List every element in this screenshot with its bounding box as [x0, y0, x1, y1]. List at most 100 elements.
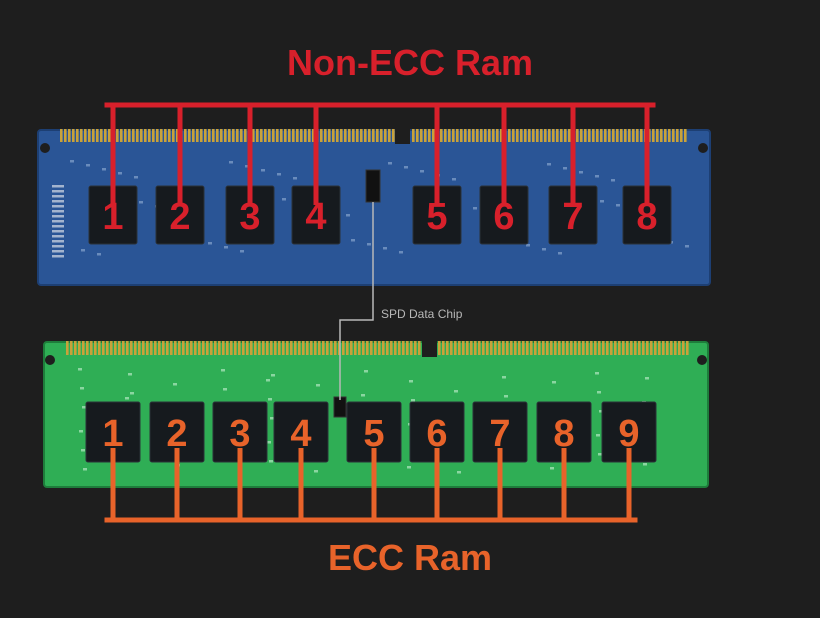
- gold-contact: [606, 341, 609, 355]
- gold-contact: [532, 129, 535, 142]
- gold-contact: [220, 129, 223, 142]
- gold-contact: [106, 341, 109, 355]
- gold-contact: [250, 341, 253, 355]
- ecc-chip-number-4: 4: [290, 413, 311, 455]
- gold-contact: [506, 341, 509, 355]
- smd-component: [420, 170, 424, 173]
- gold-contact: [684, 129, 687, 142]
- gold-contact: [356, 129, 359, 142]
- gold-contact: [186, 341, 189, 355]
- gold-contact: [498, 341, 501, 355]
- gold-contact: [156, 129, 159, 142]
- gold-contact: [544, 129, 547, 142]
- smd-component: [388, 162, 392, 165]
- gold-contact: [576, 129, 579, 142]
- gold-contact: [370, 341, 373, 355]
- gold-contact: [260, 129, 263, 142]
- gold-contact: [288, 129, 291, 142]
- smd-component: [504, 395, 508, 398]
- gold-contact: [554, 341, 557, 355]
- gold-contact: [380, 129, 383, 142]
- gold-contact: [410, 341, 413, 355]
- ecc-gold-contacts: [66, 341, 689, 355]
- gold-contact: [296, 129, 299, 142]
- smd-component: [685, 245, 689, 248]
- gold-contact: [190, 341, 193, 355]
- gold-contact: [74, 341, 77, 355]
- gold-contact: [118, 341, 121, 355]
- gold-contact: [154, 341, 157, 355]
- non-ecc-bracket: [104, 102, 656, 205]
- gold-contact: [390, 341, 393, 355]
- gold-contact: [304, 129, 307, 142]
- smd-component: [81, 249, 85, 252]
- gold-contact: [676, 129, 679, 142]
- side-contact: [52, 245, 64, 248]
- gold-contact: [548, 129, 551, 142]
- gold-contact: [580, 129, 583, 142]
- gold-contact: [382, 341, 385, 355]
- gold-contact: [362, 341, 365, 355]
- gold-contact: [88, 129, 91, 142]
- gold-contact: [198, 341, 201, 355]
- ecc-chip-number-8: 8: [553, 413, 574, 455]
- gold-contact: [104, 129, 107, 142]
- smd-component: [399, 251, 403, 254]
- smd-component: [266, 379, 270, 382]
- gold-contact: [340, 129, 343, 142]
- side-contact: [52, 250, 64, 253]
- gold-contact: [360, 129, 363, 142]
- gold-contact: [562, 341, 565, 355]
- gold-contact: [646, 341, 649, 355]
- gold-contact: [668, 129, 671, 142]
- gold-contact: [432, 129, 435, 142]
- non-ecc-chip-number-6: 6: [493, 196, 514, 238]
- gold-contact: [252, 129, 255, 142]
- gold-contact: [446, 341, 449, 355]
- gold-contact: [166, 341, 169, 355]
- gold-contact: [398, 341, 401, 355]
- gold-contact: [524, 129, 527, 142]
- gold-contact: [208, 129, 211, 142]
- gold-contact: [680, 129, 683, 142]
- gold-contact: [238, 341, 241, 355]
- gold-contact: [388, 129, 391, 142]
- smd-component: [616, 204, 620, 207]
- gold-contact: [280, 129, 283, 142]
- smd-component: [79, 430, 83, 433]
- smd-component: [97, 253, 101, 256]
- gold-contact: [80, 129, 83, 142]
- gold-contact: [392, 129, 395, 142]
- gold-contact: [346, 341, 349, 355]
- smd-component: [409, 380, 413, 383]
- gold-contact: [594, 341, 597, 355]
- gold-contact: [258, 341, 261, 355]
- gold-contact: [540, 129, 543, 142]
- non-ecc-module: [37, 126, 711, 286]
- gold-contact: [406, 341, 409, 355]
- gold-contact: [318, 341, 321, 355]
- smd-component: [367, 243, 371, 246]
- gold-contact: [300, 129, 303, 142]
- gold-contact: [178, 341, 181, 355]
- side-contact: [52, 205, 64, 208]
- gold-contact: [110, 341, 113, 355]
- ecc-mount-hole: [697, 355, 707, 365]
- gold-contact: [64, 129, 67, 142]
- gold-contact: [630, 341, 633, 355]
- smd-component: [383, 247, 387, 250]
- gold-contact: [126, 341, 129, 355]
- side-contact: [52, 255, 64, 258]
- gold-contact: [324, 129, 327, 142]
- gold-contact: [480, 129, 483, 142]
- gold-contact: [236, 129, 239, 142]
- gold-contact: [294, 341, 297, 355]
- gold-contact: [78, 341, 81, 355]
- side-contact: [52, 185, 64, 188]
- smd-component: [81, 449, 85, 452]
- gold-contact: [598, 341, 601, 355]
- gold-contact: [526, 341, 529, 355]
- gold-contact: [452, 129, 455, 142]
- gold-contact: [308, 129, 311, 142]
